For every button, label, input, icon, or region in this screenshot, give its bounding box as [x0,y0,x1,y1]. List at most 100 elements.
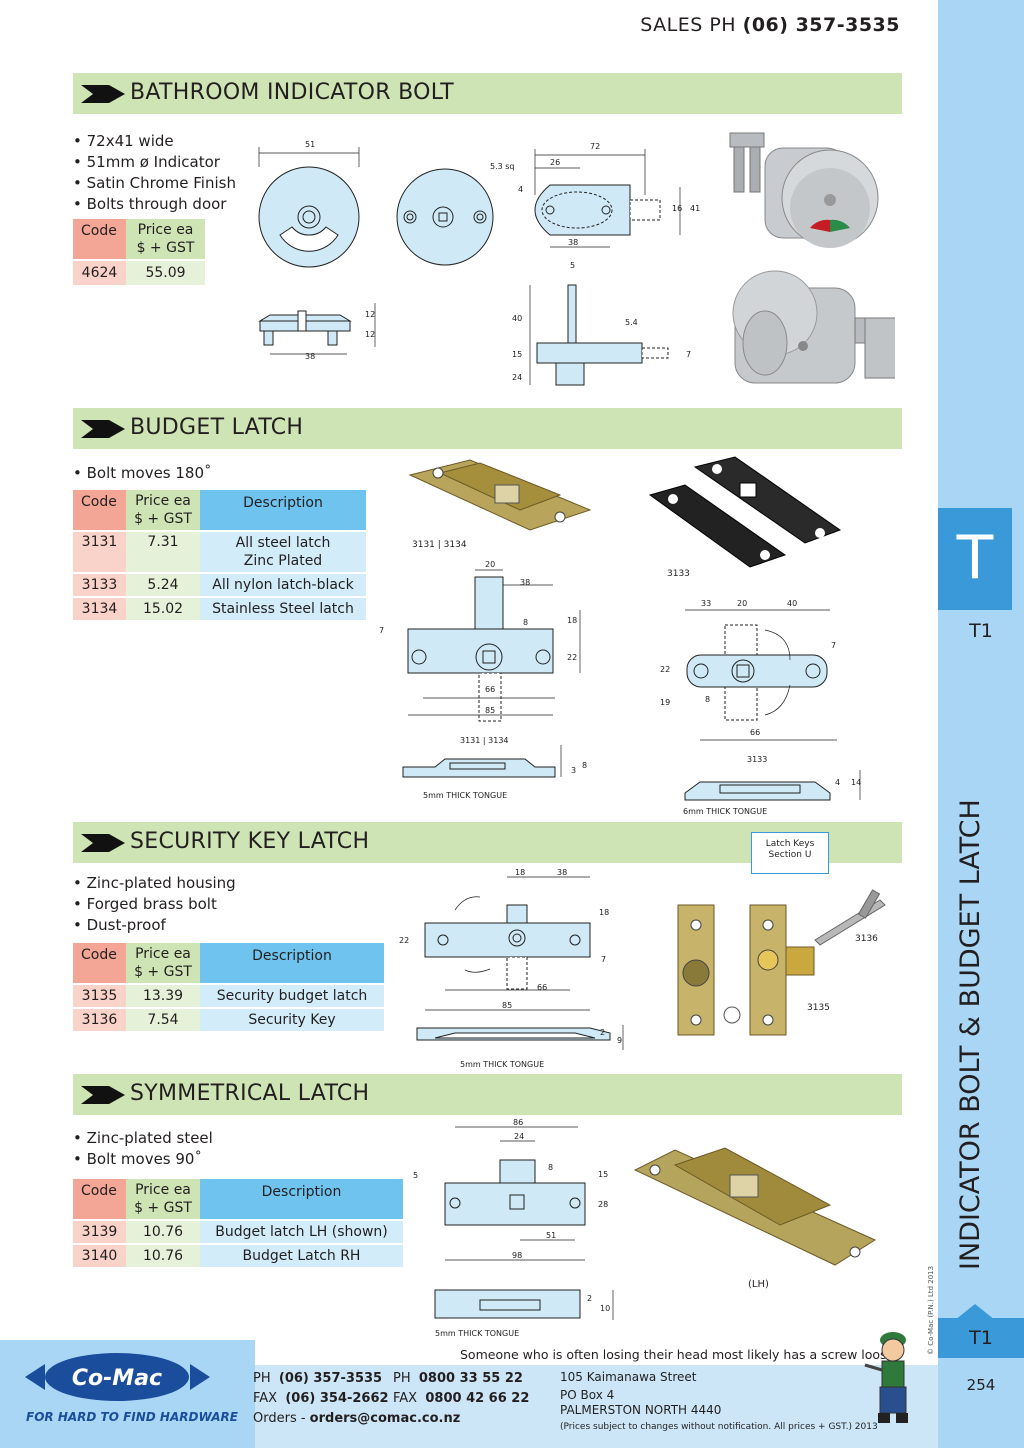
bullet: • Bolt moves 180˚ [73,464,212,482]
dim-label: 8 [582,761,587,770]
row-code: 4624 [73,260,126,287]
caption: 3133 [667,569,690,579]
dim-label: 33 [701,599,711,608]
dim-label: 40 [787,599,797,608]
phone-line: PH (06) 357-3535 [253,1371,383,1386]
col-price: Price ea$ + GST [126,490,200,532]
dim-label: 5 [570,261,575,270]
dim-label: 86 [513,1118,523,1127]
vertical-section-title: INDICATOR BOLT & BUDGET LATCH [955,799,986,1270]
dim-label: 41 [690,204,700,213]
dim-label: 5.3 sq [490,162,515,171]
row-code: 3134 [73,597,126,622]
sales-phone-header: SALES PH (06) 357-3535 [640,14,900,36]
section-tab-letter[interactable]: T [938,508,1012,610]
row-code: 3140 [73,1244,126,1269]
section-title: BUDGET LATCH [130,415,304,440]
dim-label: 51 [546,1231,556,1240]
indicator-bolt-photo [729,132,895,384]
dim-label: 16 [672,204,682,213]
dim-label: 20 [485,560,495,569]
address-pobox: PO Box 4 [560,1388,615,1402]
dim-label: 38 [520,578,530,587]
caption: 3131 | 3134 [412,540,467,550]
dim-label: 24 [514,1132,524,1141]
dim-label: 22 [567,653,577,662]
bullet: • Zinc-plated housing [73,874,236,892]
dim-label: 2 [587,1294,592,1303]
dim-label: 85 [485,706,495,715]
dim-label: 8 [548,1163,553,1172]
dim-label: 14 [851,778,861,787]
col-code: Code [73,219,126,261]
comac-logo[interactable]: Co-Mac [25,1349,210,1409]
bullet: • Forged brass bolt [73,895,217,913]
dim-label: 22 [399,936,409,945]
bullet: • 72x41 wide [73,132,174,150]
row-code: 3133 [73,573,126,598]
dim-label: 5 [413,1171,418,1180]
row-code: 3139 [73,1220,126,1245]
section-title: BATHROOM INDICATOR BOLT [130,80,455,105]
dim-label: 24 [512,373,522,382]
row-code: 3136 [73,1008,126,1033]
arrow-icon [81,420,125,438]
caption: 3136 [855,934,878,944]
symmetrical-latch-drawing: 86 24 5 8 15 28 51 98 2 10 5mm THICK TON… [413,1118,614,1338]
bullet: • Bolts through door [73,195,227,213]
dim-label: 40 [512,314,522,323]
row-price: 5.24 [126,573,200,598]
arrow-icon [81,834,125,852]
dim-label: 9 [617,1036,622,1045]
bullet-list: • Zinc-plated housing • Forged brass bol… [73,873,236,936]
dim-label: 66 [485,685,495,694]
dim-label: 98 [512,1251,522,1260]
bullet: • Bolt moves 90˚ [73,1150,202,1168]
arrow-icon [81,1086,125,1104]
caption: 3135 [807,1003,830,1013]
orders-line[interactable]: Orders - orders@comac.co.nz [253,1411,461,1426]
address-street: 105 Kaimanawa Street [560,1370,697,1384]
col-price: Price ea$ + GST [126,943,200,985]
section-bar-symmetrical: SYMMETRICAL LATCH [73,1074,902,1115]
phone-line-freephone: PH 0800 33 55 22 [393,1371,523,1386]
bullet-list: • 72x41 wide • 51mm ø Indicator • Satin … [73,131,236,215]
fax-line: FAX (06) 354-2662 [253,1391,389,1406]
row-price: 13.39 [126,984,200,1009]
section-title: SECURITY KEY LATCH [130,829,370,854]
budget-latch-steel-photo [408,459,592,531]
row-price: 10.76 [126,1220,200,1245]
col-price: Price ea$ + GST [126,219,205,261]
col-description: Description [200,943,384,985]
col-description: Description [200,490,366,532]
dim-label: 7 [831,641,836,650]
bullet: • Zinc-plated steel [73,1129,213,1147]
nylon-latch-drawing: 33 20 40 7 22 19 8 66 3133 4 14 6mm THIC… [660,599,861,816]
col-price: Price ea$ + GST [126,1179,200,1221]
dim-label: 3 [571,766,576,775]
sidebar [938,0,1024,1448]
row-description: Stainless Steel latch [200,597,366,622]
caption: 5mm THICK TONGUE [460,1060,544,1069]
dim-label: 10 [600,1304,610,1313]
bullet-list: • Bolt moves 180˚ [73,463,212,484]
row-description: Budget Latch RH [200,1244,403,1269]
dim-label: 18 [515,868,525,877]
brand-name: Co-Mac [72,1366,162,1391]
row-code: 3135 [73,984,126,1009]
section-bar-bathroom: BATHROOM INDICATOR BOLT [73,73,902,114]
row-description: Security budget latch [200,984,384,1009]
caption: 5mm THICK TONGUE [423,791,507,800]
row-description: Security Key [200,1008,384,1033]
dim-label: 7 [601,955,606,964]
bullet-list: • Zinc-plated steel • Bolt moves 90˚ [73,1128,213,1170]
dim-label: 12 [365,330,375,339]
section-bar-budget: BUDGET LATCH [73,408,902,449]
row-price: 7.54 [126,1008,200,1033]
dim-label: 7 [686,350,691,359]
